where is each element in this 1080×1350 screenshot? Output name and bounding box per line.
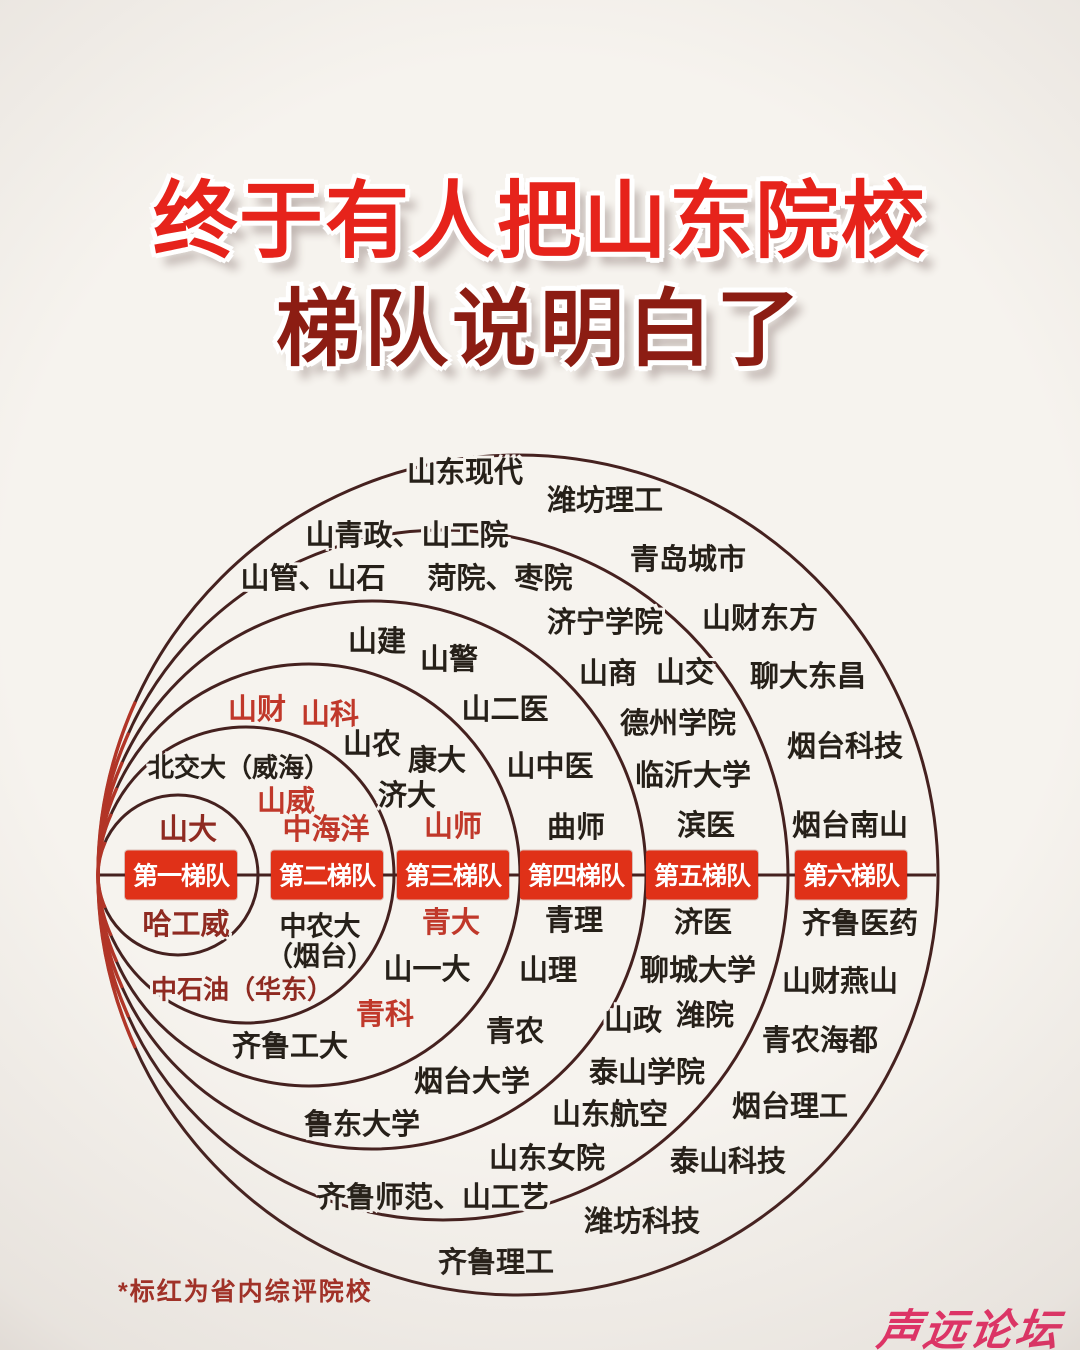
school-label: 曲师 <box>546 812 606 845</box>
school-label: 山一大 <box>383 954 471 987</box>
school-label: 青大 <box>421 907 481 940</box>
title-line-2: 梯队说明白了 <box>275 282 804 376</box>
tier-badge: 第三梯队 <box>396 850 510 900</box>
school-label: 潍坊理工 <box>546 485 664 518</box>
school-label: 烟台南山 <box>791 810 909 843</box>
school-label: 中海洋 <box>282 814 370 847</box>
school-label: 山青政、山工院 <box>305 520 509 553</box>
school-label: 青科 <box>355 999 415 1032</box>
school-label: 临沂大学 <box>634 760 752 793</box>
school-label: 济大 <box>377 780 437 813</box>
title-line-1: 终于有人把山东院校 <box>152 174 927 268</box>
school-label: 聊大东昌 <box>749 661 867 694</box>
school-label: 济宁学院 <box>546 607 664 640</box>
school-label: 滨医 <box>676 810 736 843</box>
school-label: 山商 <box>578 658 638 691</box>
school-label: 中石油（华东） <box>150 974 334 1005</box>
school-label: 德州学院 <box>619 708 737 741</box>
school-label: 山中医 <box>506 751 594 784</box>
school-label: 齐鲁工大 <box>231 1031 349 1064</box>
school-label: 山东现代 <box>406 457 524 490</box>
school-label: 山警 <box>419 644 479 677</box>
school-label: 山政 <box>603 1005 663 1038</box>
school-label: 烟台理工 <box>731 1091 849 1124</box>
school-label: 山理 <box>518 955 578 988</box>
school-label: 康大 <box>407 745 467 778</box>
tier-badge: 第二梯队 <box>270 850 384 900</box>
school-label: 青理 <box>544 905 604 938</box>
school-label: 哈工威 <box>142 909 230 942</box>
school-label: 泰山科技 <box>669 1146 787 1179</box>
school-label: 山师 <box>423 811 483 844</box>
school-label: 菏院、枣院 <box>427 563 573 596</box>
school-label: 北交大（威海） <box>147 752 331 783</box>
school-label: 青农 <box>485 1016 545 1049</box>
tier-circle-cap <box>96 453 940 1297</box>
school-label: 齐鲁师范、山工艺 <box>316 1182 550 1215</box>
school-label: 泰山学院 <box>588 1057 706 1090</box>
school-label: 山东航空 <box>551 1099 669 1132</box>
tier-badge: 第五梯队 <box>645 850 759 900</box>
school-label: 山二医 <box>461 694 549 727</box>
school-label: 青岛城市 <box>629 544 747 577</box>
school-label: 潍院 <box>675 1000 735 1033</box>
school-label: 中农大 （烟台） <box>266 911 374 971</box>
title-block: 终于有人把山东院校 梯队说明白了 <box>0 168 1080 380</box>
school-label: 山威 <box>256 786 316 819</box>
footnote: *标红为省内综评院校 <box>118 1278 373 1306</box>
tier-badge: 第四梯队 <box>519 850 633 900</box>
school-label: 齐鲁医药 <box>801 908 919 941</box>
school-label: 山管、山石 <box>240 563 386 596</box>
school-label: 山科 <box>300 699 360 732</box>
school-label: 齐鲁理工 <box>437 1247 555 1280</box>
school-label: 鲁东大学 <box>303 1109 421 1142</box>
school-label: 山交 <box>655 657 715 690</box>
school-label: 山农 <box>342 729 402 762</box>
school-label: 烟台科技 <box>786 731 904 764</box>
school-label: 山东女院 <box>488 1143 606 1176</box>
tier-badge: 第一梯队 <box>124 850 238 900</box>
school-label: 山大 <box>158 814 218 847</box>
school-label: 济医 <box>673 907 733 940</box>
tier-badge: 第六梯队 <box>794 850 908 900</box>
school-label: 潍坊科技 <box>583 1206 701 1239</box>
school-label: 聊城大学 <box>639 955 757 988</box>
school-label: 山财东方 <box>701 603 819 636</box>
school-label: 山财燕山 <box>781 966 899 999</box>
watermark: 声远论坛 <box>874 1307 1065 1350</box>
school-label: 山建 <box>347 626 407 659</box>
school-label: 山财 <box>227 694 287 727</box>
school-label: 青农海都 <box>761 1025 879 1058</box>
school-label: 烟台大学 <box>413 1066 531 1099</box>
